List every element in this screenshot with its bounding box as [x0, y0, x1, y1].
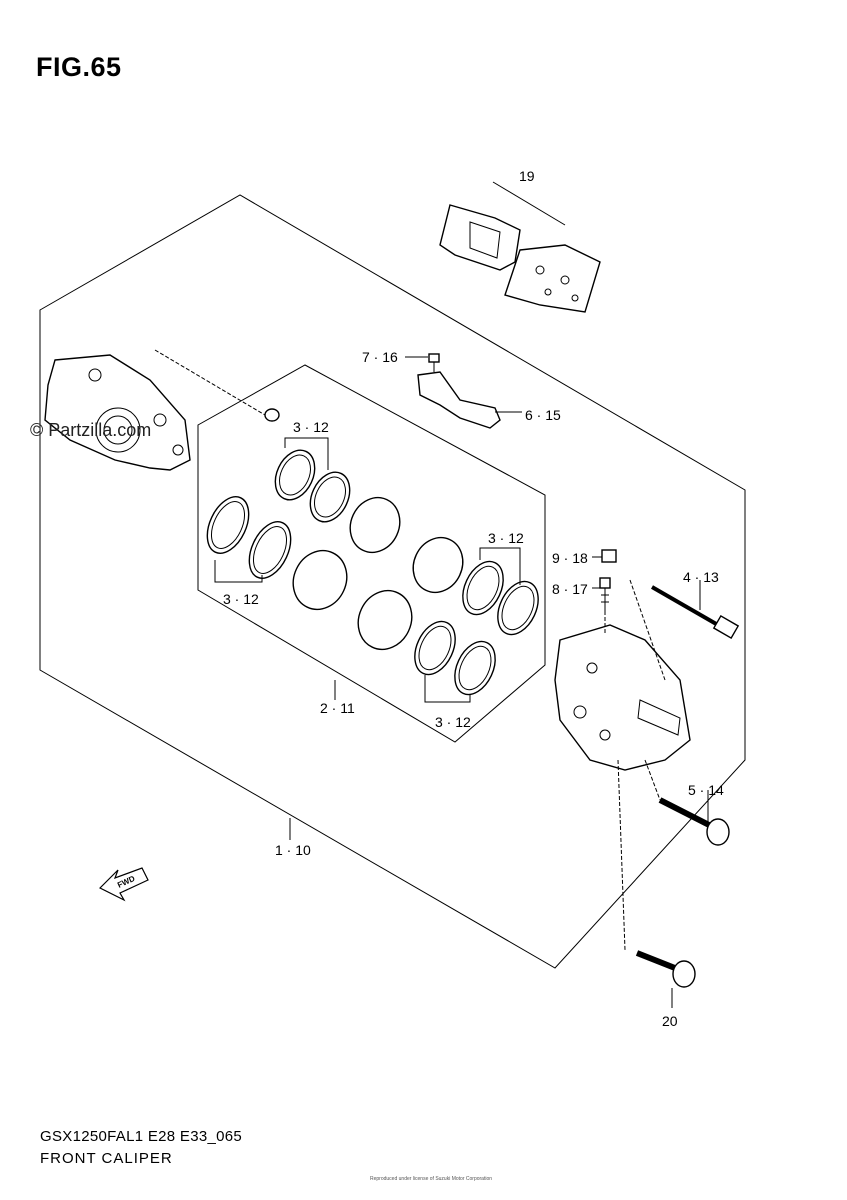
caliper-half-right	[554, 624, 691, 771]
callout-8-17: 8 · 17	[552, 581, 588, 597]
seal-rings-right	[462, 560, 539, 636]
seal-rings-lower	[414, 620, 496, 696]
callout-2-11: 2 · 11	[320, 700, 355, 716]
callout-5-14: 5 · 14	[688, 782, 724, 798]
callout-1-10: 1 · 10	[275, 842, 311, 858]
callout-19: 19	[519, 168, 535, 184]
mounting-bolt-upper	[658, 797, 730, 846]
seal-rings-upper	[274, 449, 351, 523]
leader-caliper-left	[154, 349, 266, 416]
pad-pin	[651, 585, 740, 640]
model-code: GSX1250FAL1 E28 E33_065	[40, 1128, 243, 1145]
bleeder-cap	[601, 549, 617, 563]
watermark: © Partzilla.com	[30, 420, 152, 440]
callout-20: 20	[662, 1013, 678, 1029]
brake-pads	[439, 204, 601, 313]
callout-7-16: 7 · 16	[362, 349, 398, 365]
bracket-3-12b	[214, 560, 263, 583]
callout-3-12a: 3 · 12	[293, 419, 329, 435]
callout-3-12c: 3 · 12	[488, 530, 524, 546]
fwd-arrow-icon: FWD	[98, 867, 149, 902]
pistons	[292, 496, 464, 651]
callout-3-12d: 3 · 12	[435, 714, 471, 730]
copyright-note: Reproduced under license of Suzuki Motor…	[370, 1176, 493, 1182]
bracket-3-12a	[284, 437, 329, 470]
callout-9-18: 9 · 18	[552, 550, 588, 566]
pad-spring	[417, 371, 501, 429]
bleeder-cap-small	[264, 408, 280, 422]
seal-kit-outline	[197, 364, 546, 743]
leader-bolt-lower-dash	[617, 759, 626, 951]
leader-19	[492, 181, 566, 226]
callout-6-15: 6 · 15	[525, 407, 561, 423]
seal-rings-left	[206, 496, 292, 579]
bracket-3-12d	[424, 675, 471, 703]
leader-bolt-upper-dash	[644, 759, 661, 801]
callout-3-12b: 3 · 12	[223, 591, 259, 607]
callout-4-13: 4 · 13	[683, 569, 719, 585]
caliper-half-left	[44, 354, 191, 471]
spring-screw	[428, 353, 440, 372]
bleeder-valve	[599, 577, 611, 615]
mounting-bolt-lower	[635, 950, 696, 988]
figure-title: FIG.65	[36, 52, 122, 82]
assembly-outline	[39, 194, 746, 969]
bracket-3-12c	[479, 547, 521, 585]
diagram-name: FRONT CALIPER	[40, 1150, 173, 1167]
